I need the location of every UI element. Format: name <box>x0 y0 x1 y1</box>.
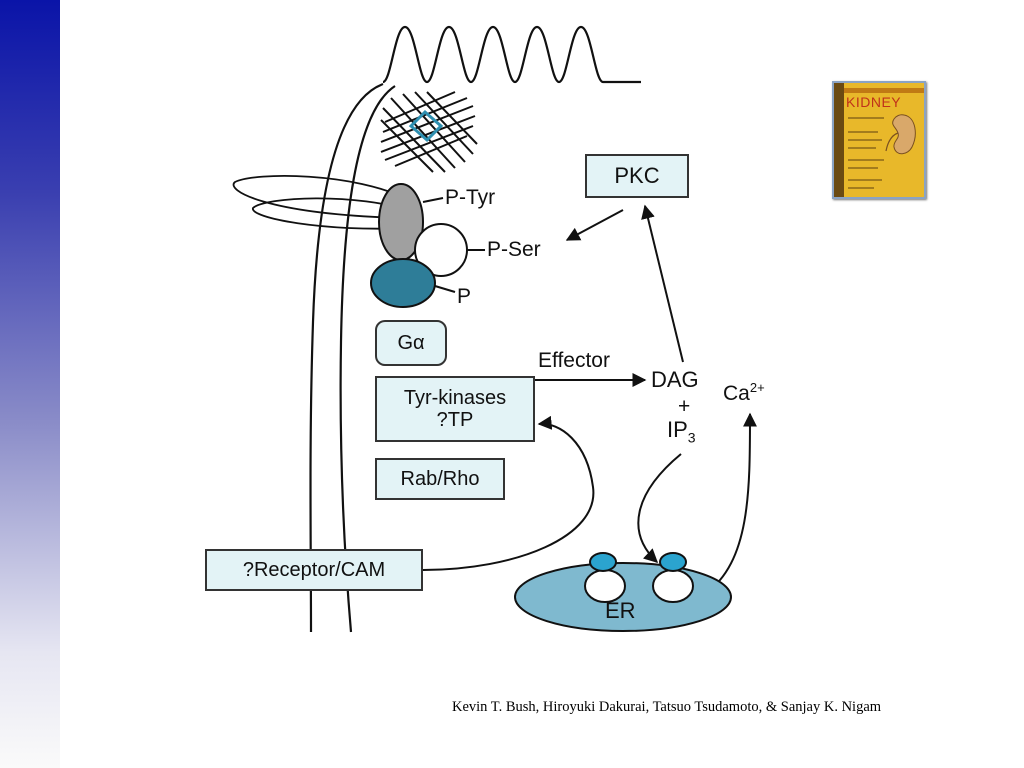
er-label: ER <box>605 598 636 623</box>
receptor-cam-box: ?Receptor/CAM <box>205 549 423 591</box>
pkc-box: PKC <box>585 154 689 198</box>
book-text-line <box>848 117 884 119</box>
mesh-center-square <box>408 109 444 143</box>
ca-text: Ca <box>723 382 750 405</box>
book-text-line <box>848 167 878 169</box>
ca-label: Ca2+ <box>723 381 765 404</box>
p-connector <box>434 285 456 293</box>
g-alpha-box: Gα <box>375 320 447 366</box>
arrow-er-to-ca <box>704 412 757 595</box>
tyr-kinases-label: Tyr-kinases <box>403 387 507 409</box>
tyr-kinases-box: Tyr-kinases ?TP <box>375 376 535 442</box>
arrow-ip3-to-er <box>637 453 682 563</box>
effector-label: Effector <box>538 349 610 372</box>
sidebar-gradient-bar <box>0 0 60 768</box>
author-caption: Kevin T. Bush, Hiroyuki Dakurai, Tatsuo … <box>452 699 882 715</box>
junction-strands <box>232 175 416 230</box>
ip3-subscript: 3 <box>687 429 696 446</box>
ip3-label: IP3 <box>667 417 696 446</box>
rab-rho-box: Rab/Rho <box>375 458 505 500</box>
p-protein-teal <box>370 258 436 308</box>
cytoskeleton-mesh <box>380 91 478 173</box>
book-text-line <box>848 179 882 181</box>
arrow-receptor-to-tyr-kinases <box>422 415 595 571</box>
ca-superscript: 2+ <box>749 380 765 395</box>
p-label: P <box>457 285 472 308</box>
book-text-line <box>848 159 884 161</box>
book-spine-stripe <box>834 83 844 197</box>
book-text-line <box>848 131 878 133</box>
kidney-illustration-icon <box>885 114 916 155</box>
plus-label: + <box>678 395 691 418</box>
p-tyr-label: P-Tyr <box>445 186 496 209</box>
dag-label: DAG <box>651 367 699 392</box>
diagram-graphics <box>232 25 757 633</box>
p-tyr-connector <box>422 197 444 203</box>
tp-label: ?TP <box>436 409 474 431</box>
arrow-dag-to-pkc <box>641 204 684 363</box>
microvilli-wave <box>382 25 641 84</box>
lateral-membrane-outer <box>309 82 384 633</box>
kidney-book-cover: KIDNEY <box>832 81 926 199</box>
er-receptor-right <box>652 552 694 603</box>
er-receptor-left <box>584 552 626 603</box>
arrow-pkc-to-pser <box>565 209 624 241</box>
book-top-band <box>844 88 924 93</box>
book-text-line <box>848 187 874 189</box>
p-ser-label: P-Ser <box>487 238 541 261</box>
book-text-line <box>848 147 876 149</box>
book-text-line <box>848 139 882 141</box>
signaling-diagram: PKC Gα Tyr-kinases ?TP Rab/Rho ?Receptor… <box>205 22 825 634</box>
ip3-text: IP <box>667 417 688 442</box>
book-title: KIDNEY <box>846 94 902 110</box>
